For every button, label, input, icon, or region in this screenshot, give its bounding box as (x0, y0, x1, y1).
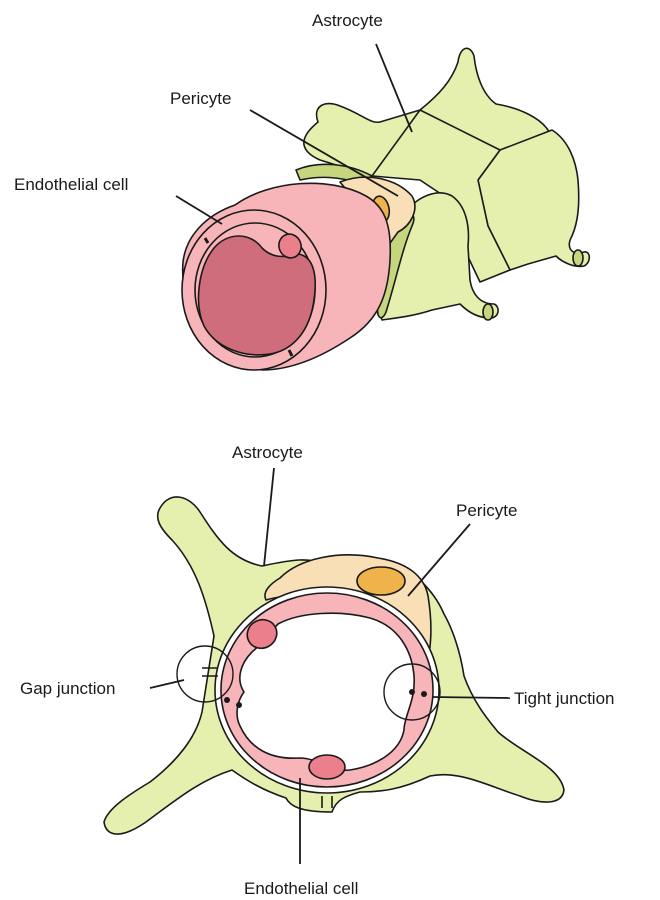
endothelial-3d-label: Endothelial cell (14, 175, 128, 194)
astrocyte-3d-label: Astrocyte (312, 11, 383, 30)
tight-junction-dot-left-2 (236, 702, 242, 708)
tight-junction-dot-right-2 (421, 691, 427, 697)
vessel-3d-view: Astrocyte Pericyte Endothelial cell (14, 11, 589, 370)
tight-junction-label: Tight junction (514, 689, 614, 708)
endothelial-nucleus-bottom (309, 755, 345, 779)
pericyte-cross-label: Pericyte (456, 501, 517, 520)
tight-junction-leader (432, 697, 510, 698)
astrocyte-process-tip-bottom (483, 304, 493, 320)
astrocyte-cross-label: Astrocyte (232, 443, 303, 462)
gap-junction-label: Gap junction (20, 679, 115, 698)
pericyte-cross-leader (408, 524, 470, 596)
tight-junction-dot-right-1 (409, 689, 415, 695)
pericyte-3d-label: Pericyte (170, 89, 231, 108)
endothelial-cross-label: Endothelial cell (244, 879, 358, 898)
astrocyte-cross-leader (264, 468, 274, 566)
endothelium-3d (182, 183, 390, 370)
endothelial-3d-leader (176, 196, 222, 224)
vessel-cross-section: Astrocyte Pericyte Gap junction Tight ju… (20, 443, 614, 898)
astrocyte-process-tip-right (573, 250, 583, 266)
tight-junction-dot-left-1 (224, 697, 230, 703)
pericyte-nucleus-cross (357, 567, 405, 595)
